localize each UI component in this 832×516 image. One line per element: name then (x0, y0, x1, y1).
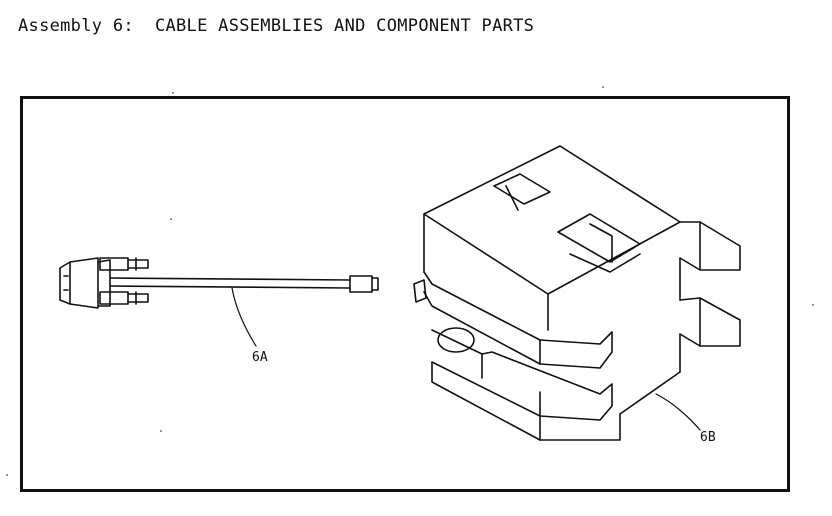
scan-speck (160, 430, 162, 432)
scan-speck (170, 218, 172, 220)
illustration-frame (20, 96, 790, 492)
scan-speck (6, 474, 8, 476)
scan-speck (602, 86, 604, 88)
scan-speck (812, 304, 814, 306)
callout-6b: 6B (700, 430, 716, 445)
callout-6a: 6A (252, 350, 268, 365)
cable-assembly-6a (59, 257, 379, 309)
scan-speck (172, 92, 174, 94)
clamp-component-6b (413, 145, 741, 441)
page-title: Assembly 6: CABLE ASSEMBLIES AND COMPONE… (18, 16, 535, 36)
